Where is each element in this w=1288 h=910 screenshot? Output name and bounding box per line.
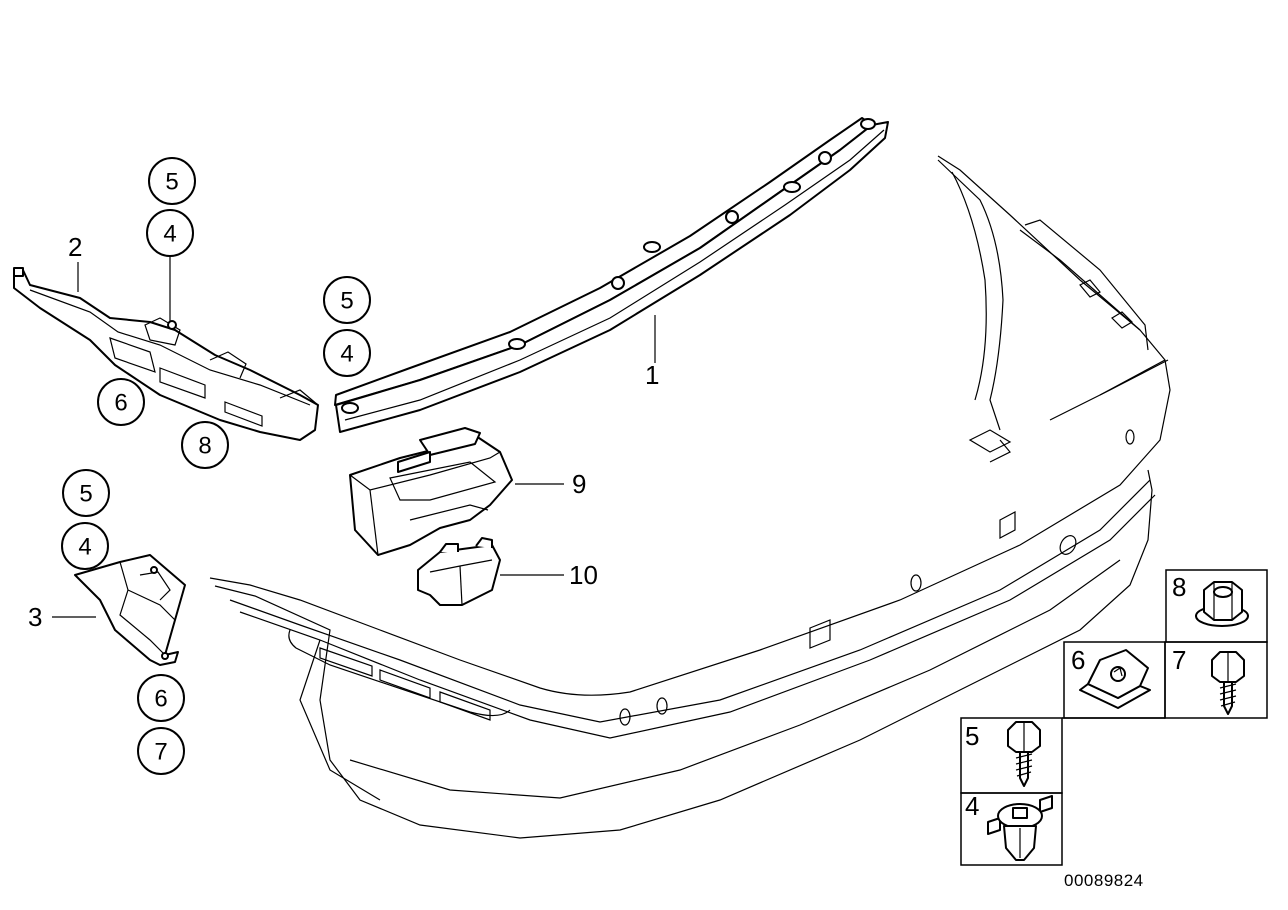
circle-label: 6 bbox=[154, 686, 167, 713]
circle-label: 4 bbox=[340, 341, 353, 368]
part-10-cover bbox=[417, 537, 501, 606]
callout-10: 10 bbox=[569, 560, 598, 590]
legend-4: 4 bbox=[965, 791, 979, 821]
bolt-cell: 5 bbox=[965, 721, 1041, 787]
circled-callout-c4: 4 bbox=[61, 522, 109, 570]
part-2-bracket bbox=[13, 267, 319, 441]
circled-callout-c6: 6 bbox=[137, 674, 185, 722]
circle-label: 4 bbox=[163, 221, 176, 248]
circled-callout-c7: 7 bbox=[137, 727, 185, 775]
legend-6: 6 bbox=[1071, 645, 1085, 675]
part-9-housing bbox=[349, 427, 513, 556]
circle-label: 6 bbox=[114, 390, 127, 417]
hex-bolt-icon bbox=[1007, 721, 1041, 787]
diagram-reference-number: 00089824 bbox=[1064, 871, 1144, 890]
hex-nut-icon bbox=[1195, 581, 1249, 627]
circle-label: 5 bbox=[340, 288, 353, 315]
callout-9: 9 bbox=[572, 469, 586, 499]
callout-3: 3 bbox=[28, 602, 42, 632]
circled-callout-a8: 8 bbox=[181, 421, 229, 469]
legend-8: 8 bbox=[1172, 572, 1186, 602]
circle-label: 8 bbox=[198, 433, 211, 460]
expanding-clip-icon bbox=[987, 795, 1053, 861]
legend-5: 5 bbox=[965, 721, 979, 751]
screw-cell: 7 bbox=[1172, 645, 1245, 715]
circled-callout-a5: 5 bbox=[148, 157, 196, 205]
bumper-outline bbox=[209, 155, 1171, 839]
circle-label: 4 bbox=[78, 534, 91, 561]
circled-callout-a6: 6 bbox=[97, 378, 145, 426]
circled-callout-b4: 4 bbox=[323, 329, 371, 377]
circled-callout-b5: 5 bbox=[323, 276, 371, 324]
rivet-cell: 4 bbox=[965, 791, 1053, 861]
circle-label: 7 bbox=[154, 739, 167, 766]
circle-label: 5 bbox=[165, 169, 178, 196]
hex-screw-icon bbox=[1211, 651, 1245, 715]
speed-clip-icon bbox=[1079, 649, 1151, 709]
legend-7: 7 bbox=[1172, 645, 1186, 675]
circled-callout-c5: 5 bbox=[62, 469, 110, 517]
fastener-legend: 8 6 7 bbox=[960, 569, 1268, 866]
nut-cell: 8 bbox=[1172, 572, 1249, 627]
callout-2: 2 bbox=[68, 232, 82, 262]
circled-callout-a4: 4 bbox=[146, 209, 194, 257]
circle-label: 5 bbox=[79, 481, 92, 508]
callout-1: 1 bbox=[645, 360, 659, 390]
part-3-corner-bracket bbox=[74, 554, 186, 666]
leader-lines bbox=[52, 257, 656, 618]
clip-cell: 6 bbox=[1071, 645, 1151, 709]
part-1-rail bbox=[334, 117, 889, 433]
